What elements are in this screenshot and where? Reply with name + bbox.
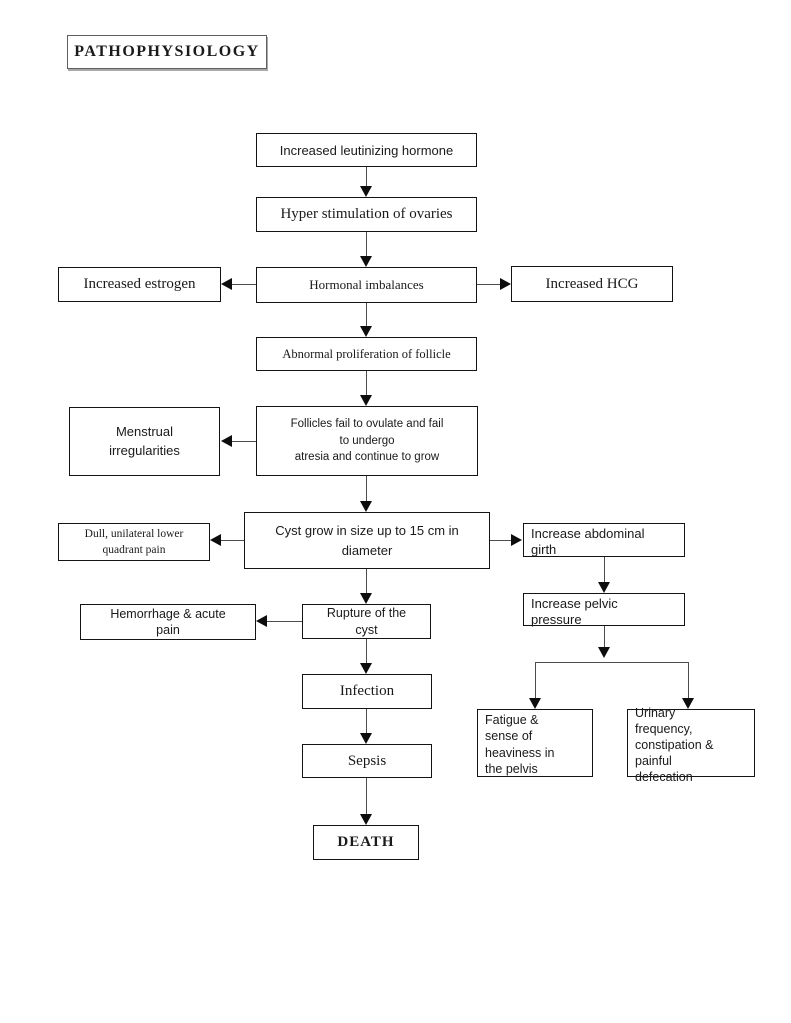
- arrow-abnormal-to-follicles-head: [360, 395, 372, 406]
- fork-right-branch-line: [688, 662, 689, 698]
- arrow-rupture-to-infection-line: [366, 639, 367, 664]
- arrow-rupture-to-infection-head: [360, 663, 372, 674]
- arrow-girth-to-pelvic-head: [598, 582, 610, 593]
- node-dull-unilateral-lower-quadrant-pain: Dull, unilateral lower quadrant pain: [58, 523, 210, 561]
- arrow-lh-to-hyper-line: [366, 167, 367, 187]
- arrow-hormonal-to-abnormal-head: [360, 326, 372, 337]
- arrow-hyper-to-hormonal-line: [366, 232, 367, 257]
- fork-left-branch-head: [529, 698, 541, 709]
- arrow-cyst-to-dull-head: [210, 534, 221, 546]
- node-urinary-frequency-constipation: Urinary frequency, constipation & painfu…: [627, 706, 755, 784]
- arrow-follicles-to-cyst-line: [366, 476, 367, 502]
- node-follicles-fail-to-ovulate: Follicles fail to ovulate and fail to un…: [256, 406, 478, 476]
- arrow-cyst-to-girth-line: [490, 540, 511, 541]
- arrow-sepsis-to-death-line: [366, 778, 367, 815]
- arrow-abnormal-to-follicles-line: [366, 371, 367, 396]
- arrow-hormonal-to-abnormal-line: [366, 303, 367, 327]
- fork-left-branch-line: [535, 662, 536, 698]
- node-abnormal-proliferation-of-follicle: Abnormal proliferation of follicle: [256, 337, 477, 371]
- node-hyper-stimulation-of-ovaries: Hyper stimulation of ovaries: [256, 197, 477, 232]
- diagram-title: PATHOPHYSIOLOGY: [67, 35, 267, 69]
- arrow-cyst-to-dull-line: [221, 540, 244, 541]
- node-increased-estrogen: Increased estrogen: [58, 267, 221, 302]
- node-cyst-grow-in-size: Cyst grow in size up to 15 cm in diamete…: [244, 512, 490, 569]
- arrow-follicles-to-cyst-head: [360, 501, 372, 512]
- arrow-follicles-to-menstrual-head: [221, 435, 232, 447]
- arrow-infection-to-sepsis-head: [360, 733, 372, 744]
- node-increase-pelvic-pressure: Increase pelvic pressure: [523, 593, 685, 627]
- fork-horizontal-line: [535, 662, 689, 663]
- arrow-pelvic-to-fork-head: [598, 647, 610, 658]
- node-hemorrhage-acute-pain: Hemorrhage & acute pain: [80, 604, 256, 640]
- arrow-hormonal-to-estrogen-head: [221, 278, 232, 290]
- arrow-hormonal-to-hcg-head: [500, 278, 511, 290]
- arrow-sepsis-to-death-head: [360, 814, 372, 825]
- arrow-infection-to-sepsis-line: [366, 709, 367, 734]
- arrow-rupture-to-hemorrhage-line: [267, 621, 302, 622]
- arrow-hormonal-to-hcg-line: [477, 284, 500, 285]
- node-increase-abdominal-girth: Increase abdominal girth: [523, 523, 685, 557]
- node-sepsis: Sepsis: [302, 744, 432, 778]
- arrow-rupture-to-hemorrhage-head: [256, 615, 267, 627]
- fork-right-branch-head: [682, 698, 694, 709]
- node-urinary-label: Urinary frequency, constipation & painfu…: [635, 706, 714, 784]
- node-increased-hcg: Increased HCG: [511, 266, 673, 302]
- arrow-hormonal-to-estrogen-line: [232, 284, 256, 285]
- arrow-lh-to-hyper-head: [360, 186, 372, 197]
- arrow-follicles-to-menstrual-line: [232, 441, 256, 442]
- node-rupture-of-the-cyst: Rupture of the cyst: [302, 604, 431, 639]
- arrow-cyst-to-rupture-line: [366, 569, 367, 594]
- node-fatigue-heaviness-pelvis: Fatigue & sense of heaviness in the pelv…: [477, 709, 593, 777]
- node-increased-leutinizing-hormone: Increased leutinizing hormone: [256, 133, 477, 167]
- node-menstrual-irregularities: Menstrual irregularities: [69, 407, 220, 476]
- node-infection: Infection: [302, 674, 432, 709]
- arrow-pelvic-to-fork-line: [604, 626, 605, 647]
- node-hormonal-imbalances: Hormonal imbalances: [256, 267, 477, 303]
- arrow-cyst-to-rupture-head: [360, 593, 372, 604]
- arrow-cyst-to-girth-head: [511, 534, 522, 546]
- arrow-girth-to-pelvic-line: [604, 557, 605, 582]
- arrow-hyper-to-hormonal-head: [360, 256, 372, 267]
- node-death: DEATH: [313, 825, 419, 860]
